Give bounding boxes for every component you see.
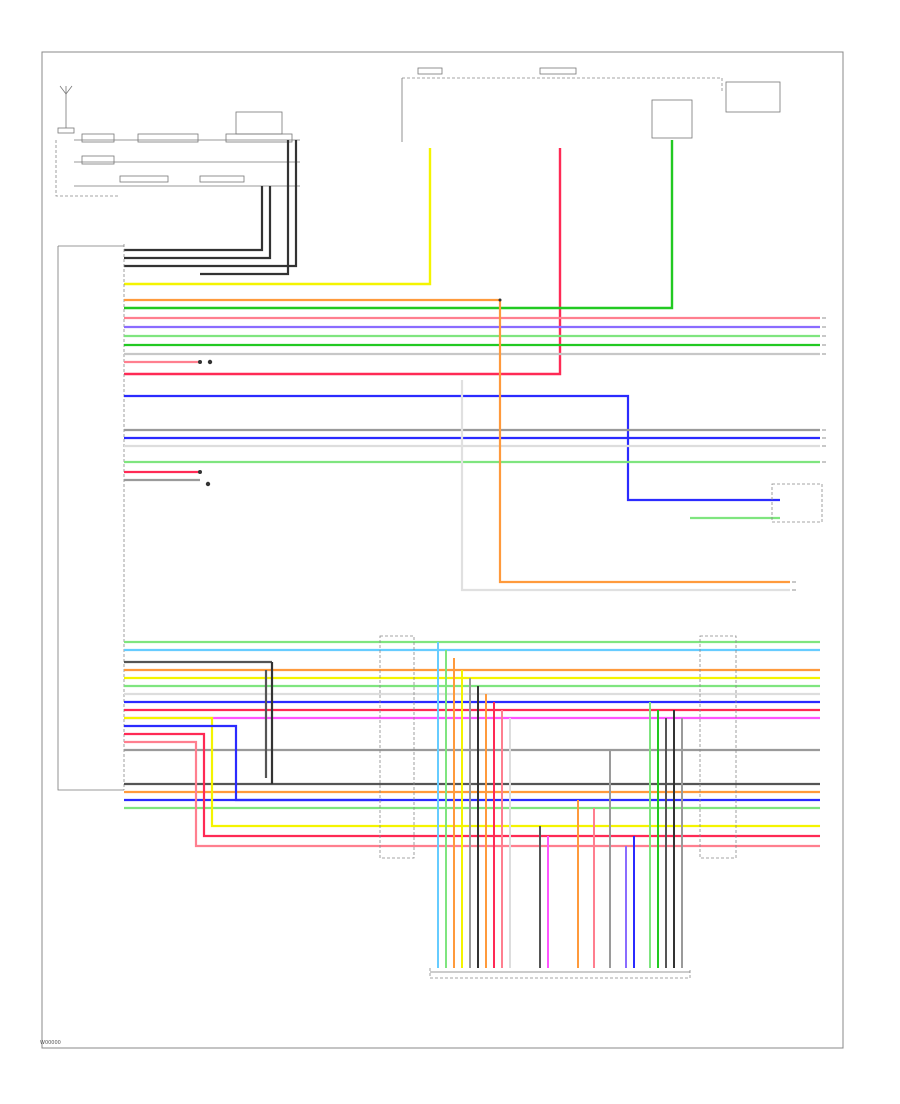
lower-wire-group xyxy=(124,640,820,848)
right-connector-box xyxy=(699,635,737,859)
bottom-connector xyxy=(429,968,691,979)
wire-splice xyxy=(198,298,502,474)
bottom-drops xyxy=(437,642,683,968)
antenna-harness xyxy=(124,140,298,276)
upper-wire-group xyxy=(124,298,820,592)
audio-unit xyxy=(57,244,125,791)
ground-symbol xyxy=(205,359,213,487)
diagram-border xyxy=(41,51,844,1049)
left-connector-box xyxy=(379,635,415,859)
camera-unit-box xyxy=(771,483,823,523)
connector-pin xyxy=(792,317,826,591)
diagram-code: W00000 xyxy=(40,1040,61,1046)
feed-wires xyxy=(124,140,674,376)
ignition-feeds xyxy=(401,67,781,142)
antenna-section xyxy=(55,85,300,197)
